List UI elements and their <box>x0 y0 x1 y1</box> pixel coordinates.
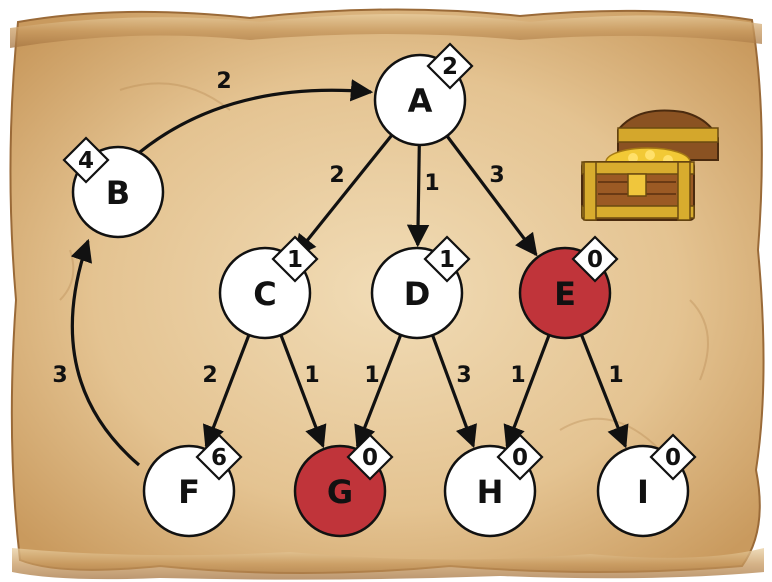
edge-label-A-D: 1 <box>424 171 439 196</box>
node-label-H: H <box>477 473 504 511</box>
edge-label-A-C: 2 <box>329 163 344 188</box>
node-I: I0 <box>596 433 697 538</box>
edge-labels-layer: 2 2 1 3 2 1 1 3 1 1 3 <box>52 69 623 388</box>
node-C: C1 <box>218 235 319 340</box>
edge-C-F <box>202 334 251 449</box>
node-label-A: A <box>408 82 433 120</box>
node-label-G: G <box>327 473 353 511</box>
weight-value-I: 0 <box>665 445 681 471</box>
edge-label-D-H: 3 <box>456 363 471 388</box>
weight-badge-B <box>62 136 110 184</box>
node-label-F: F <box>178 473 200 511</box>
weight-badge-G <box>346 433 394 481</box>
node-label-E: E <box>554 275 576 313</box>
edge-E-H <box>503 334 551 449</box>
edge-D-G <box>354 334 403 449</box>
edge-D-H <box>431 334 477 449</box>
node-label-B: B <box>106 174 130 212</box>
node-label-I: I <box>637 473 649 511</box>
edge-E-I <box>580 334 629 449</box>
weight-value-G: 0 <box>362 445 378 471</box>
weight-value-B: 4 <box>78 148 94 174</box>
edge-label-F-B: 3 <box>52 363 67 388</box>
node-E: E0 <box>518 235 619 340</box>
edge-label-A-E: 3 <box>489 163 504 188</box>
node-label-C: C <box>253 275 276 313</box>
edge-label-B-A: 2 <box>216 69 231 94</box>
weight-value-F: 6 <box>211 445 227 471</box>
node-label-D: D <box>404 275 431 313</box>
edge-label-E-I: 1 <box>608 363 623 388</box>
weight-value-D: 1 <box>439 247 455 273</box>
weight-value-C: 1 <box>287 247 303 273</box>
node-H: H0 <box>443 433 544 538</box>
node-F: F6 <box>142 433 243 538</box>
edge-C-G <box>279 334 327 449</box>
weight-value-A: 2 <box>442 54 458 80</box>
node-B: B4 <box>62 136 165 239</box>
edges-layer <box>70 79 629 467</box>
treasure-chest-icon <box>581 109 719 221</box>
weight-badge-F <box>195 433 243 481</box>
node-G: G0 <box>293 433 394 538</box>
weight-value-E: 0 <box>587 247 603 273</box>
weight-badge-E <box>571 235 619 283</box>
weight-badge-C <box>271 235 319 283</box>
edge-A-D <box>406 144 430 248</box>
edge-label-E-H: 1 <box>510 363 525 388</box>
node-A: A2 <box>373 42 474 147</box>
edge-A-E <box>445 135 538 257</box>
weight-badge-H <box>496 433 544 481</box>
node-D: D1 <box>370 235 471 340</box>
weight-badge-I <box>649 433 697 481</box>
edge-label-D-G: 1 <box>364 363 379 388</box>
edge-F-B <box>70 238 141 467</box>
weight-badge-A <box>426 42 474 90</box>
edge-A-C <box>293 134 394 258</box>
edge-B-A <box>139 79 374 154</box>
weight-value-H: 0 <box>512 445 528 471</box>
edge-label-C-F: 2 <box>202 363 217 388</box>
weight-badge-D <box>423 235 471 283</box>
edge-label-C-G: 1 <box>304 363 319 388</box>
